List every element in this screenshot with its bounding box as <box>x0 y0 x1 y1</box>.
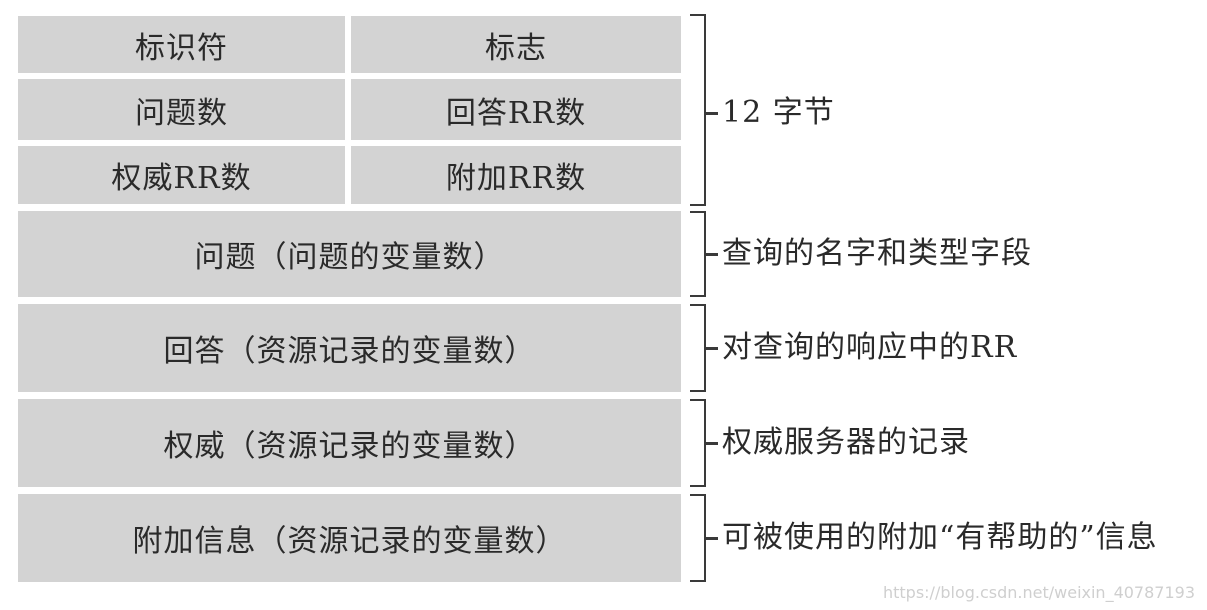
answer-section-label: 回答（资源记录的变量数） <box>163 334 536 369</box>
identifier-field: 标识符 <box>18 16 345 73</box>
header-bracket-tick <box>706 112 718 115</box>
additional-section: 附加信息（资源记录的变量数） <box>18 494 681 582</box>
additional-rr-count-field: 附加RR数 <box>351 146 681 204</box>
additional-bracket <box>690 494 706 582</box>
answer-bracket <box>690 304 706 392</box>
question-section: 问题（问题的变量数） <box>18 211 681 297</box>
flags-field: 标志 <box>351 16 681 73</box>
question-bracket <box>690 211 706 297</box>
question-bracket-tick <box>706 253 718 256</box>
authority-section: 权威（资源记录的变量数） <box>18 399 681 487</box>
questions-count-field: 问题数 <box>18 79 345 140</box>
authority-rr-count-label: 权威RR数 <box>111 161 252 196</box>
additional-bracket-tick <box>706 537 718 540</box>
flags-label: 标志 <box>485 30 547 66</box>
additional-section-label: 附加信息（资源记录的变量数） <box>132 524 567 559</box>
additional-rr-count-label: 附加RR数 <box>445 161 587 196</box>
additional-annotation: 可被使用的附加“有帮助的”信息 <box>722 520 1158 555</box>
answer-rr-count-label: 回答RR数 <box>445 95 587 131</box>
question-section-label: 问题（问题的变量数） <box>194 240 505 275</box>
answer-annotation: 对查询的响应中的RR <box>722 330 1018 365</box>
answer-section: 回答（资源记录的变量数） <box>18 304 681 392</box>
header-size-annotation: 12 字节 <box>722 95 835 130</box>
header-bracket <box>690 14 706 206</box>
answer-bracket-tick <box>706 347 718 350</box>
authority-annotation: 权威服务器的记录 <box>722 425 970 460</box>
authority-bracket-tick <box>706 442 718 445</box>
authority-section-label: 权威（资源记录的变量数） <box>163 429 536 464</box>
authority-bracket <box>690 399 706 487</box>
watermark: https://blog.csdn.net/weixin_40787193 <box>882 583 1195 602</box>
question-annotation: 查询的名字和类型字段 <box>722 236 1032 271</box>
authority-rr-count-field: 权威RR数 <box>18 146 345 204</box>
questions-count-label: 问题数 <box>135 95 228 131</box>
identifier-label: 标识符 <box>135 30 228 66</box>
answer-rr-count-field: 回答RR数 <box>351 79 681 140</box>
